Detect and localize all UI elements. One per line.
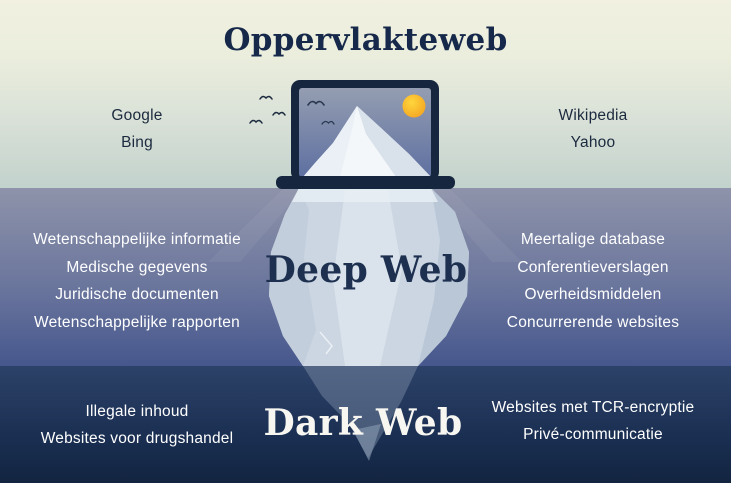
laptop-screen (299, 88, 431, 177)
deep-right-list: Meertalige database Conferentieverslagen… (456, 226, 730, 336)
deep-left-list: Wetenschappelijke informatie Medische ge… (0, 226, 274, 336)
dark-web-title: Dark Web (263, 402, 463, 444)
surface-web-title: Oppervlakteweb (223, 22, 508, 58)
dark-right-list: Websites met TCR-encryptie Privé-communi… (456, 394, 730, 448)
dark-right-item: Websites met TCR-encryptie (491, 399, 695, 416)
deep-left-item: Wetenschappelijke rapporten (34, 313, 240, 331)
surface-left-list: Google Bing (7, 102, 267, 156)
bird-icon (249, 95, 286, 124)
iceberg-tip (303, 106, 431, 177)
deep-left-item: Wetenschappelijke informatie (33, 231, 241, 248)
dark-right-item: Privé-communicatie (523, 426, 663, 443)
laptop-icon (276, 80, 455, 189)
sun-icon (402, 94, 426, 118)
deep-right-item: Meertalige database (520, 231, 666, 248)
deep-left-item: Medische gegevens (66, 258, 208, 276)
dark-left-list: Illegale inhoud Websites voor drugshande… (0, 398, 274, 452)
bird-icon (307, 100, 335, 125)
dark-web-section (0, 366, 731, 483)
deep-web-title: Deep Web (264, 249, 468, 291)
light-rays (208, 189, 522, 262)
iceberg-icon (269, 188, 469, 461)
surface-right-item: Wikipedia (558, 107, 628, 124)
surface-right-item: Yahoo (570, 134, 616, 151)
dark-left-item: Websites voor drugshandel (40, 430, 234, 447)
surface-right-list: Wikipedia Yahoo (463, 102, 723, 156)
dark-left-item: Illegale inhoud (85, 403, 189, 420)
surface-left-item: Google (111, 107, 163, 124)
deep-left-item: Juridische documenten (55, 286, 219, 303)
surface-left-item: Bing (121, 134, 153, 151)
deep-right-item: Overheidsmiddelen (524, 286, 662, 303)
deep-right-item: Conferentieverslagen (517, 258, 669, 276)
deep-right-item: Concurrerende websites (506, 313, 680, 331)
